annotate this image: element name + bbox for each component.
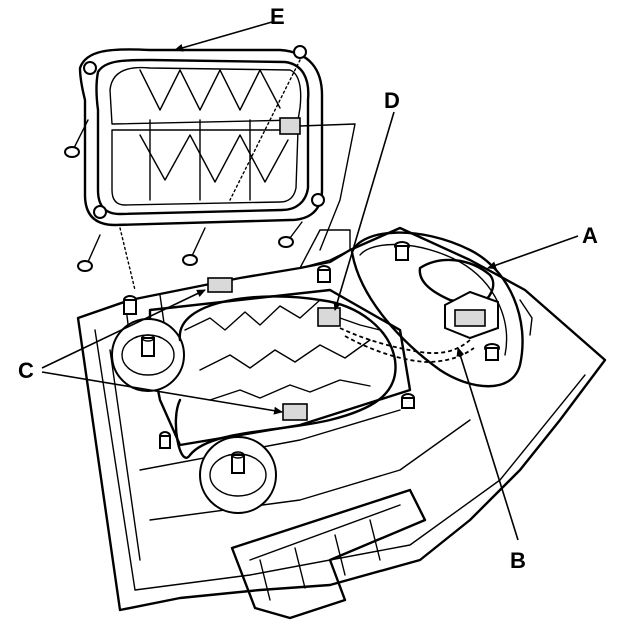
screw-1: [64, 119, 89, 158]
leader-a: [487, 235, 579, 270]
alignment-line: [119, 59, 301, 291]
callout-a: A: [582, 223, 598, 248]
socket-plate-a: [350, 231, 533, 388]
callout-d: D: [384, 88, 400, 113]
bulb-socket-lower: [199, 436, 277, 514]
mounting-studs: [123, 265, 415, 449]
leader-d: [333, 111, 395, 311]
screws: [64, 119, 303, 272]
leader-c-lower: [41, 371, 283, 415]
leader-e: [174, 21, 273, 52]
reflector-channel: [148, 288, 412, 447]
bulb-socket-upper: [111, 318, 185, 392]
connector-tab-lower: [282, 403, 308, 421]
leader-lines: [41, 21, 579, 541]
callout-c: C: [18, 358, 34, 383]
screw-3: [182, 227, 206, 266]
screw-2: [77, 234, 101, 272]
gasket-cover-e: [78, 45, 356, 251]
leader-b: [456, 347, 519, 541]
connector-tab-upper: [207, 277, 233, 293]
lower-bracket: [230, 488, 427, 620]
leader-c-upper: [41, 289, 206, 369]
screw-4: [278, 221, 303, 248]
wire-b-dashed: [339, 327, 471, 354]
connector-d: [317, 307, 381, 331]
callout-b: B: [510, 548, 526, 573]
wire-harness: [174, 295, 397, 459]
callout-e: E: [270, 4, 285, 29]
lens-housing: [76, 226, 607, 612]
